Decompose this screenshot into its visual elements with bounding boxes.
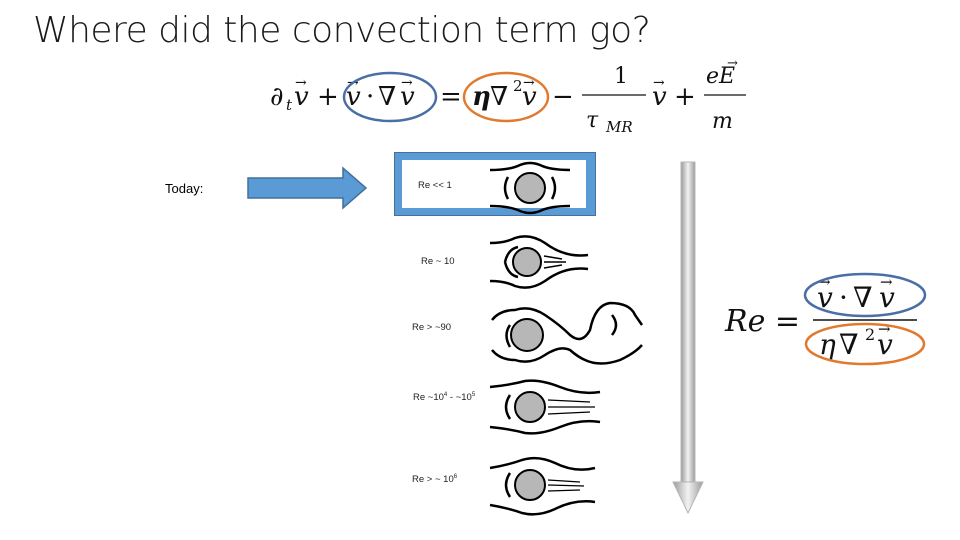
svg-text:∂: ∂ xyxy=(270,82,283,112)
svg-text:·: · xyxy=(839,281,848,314)
svg-text:t: t xyxy=(286,96,293,114)
diffusion-term-circle-ratio xyxy=(804,322,926,366)
svg-text:→: → xyxy=(295,75,307,91)
svg-text:η: η xyxy=(472,82,491,112)
svg-text:∇: ∇ xyxy=(490,82,508,112)
flow-diagram-vortex-street xyxy=(491,301,644,365)
svg-text:=: = xyxy=(440,82,462,112)
regime-label-4: Re ~104 - ~105 xyxy=(413,392,476,404)
flow-diagram-stokes xyxy=(489,161,571,215)
momentum-equation: ∂ t v → + v → · ∇ v → = η ∇ 2 v → − 1 τ … xyxy=(270,56,746,136)
svg-text:v: v xyxy=(294,82,309,112)
svg-text:→: → xyxy=(401,75,413,91)
svg-text:→: → xyxy=(653,75,665,91)
flow-diagram-turbulent-wake xyxy=(489,379,601,435)
regime-label-3: Re > ~90 xyxy=(412,322,452,333)
today-label: Today: xyxy=(165,181,204,196)
down-arrow-icon xyxy=(672,161,704,515)
svg-text:+: + xyxy=(317,82,339,112)
svg-text:v: v xyxy=(522,82,537,112)
svg-text:η: η xyxy=(819,328,836,361)
convection-term-circle-ratio xyxy=(803,272,927,318)
numerator-one: 1 xyxy=(614,64,628,89)
slide-title: Where did the convection term go? xyxy=(33,10,651,51)
regime-label-2: Re ~ 10 xyxy=(421,256,455,267)
svg-text:v: v xyxy=(877,328,893,361)
svg-text:·: · xyxy=(366,82,374,112)
tau-symbol: τ xyxy=(586,108,599,133)
svg-text:v: v xyxy=(346,82,361,112)
svg-text:2: 2 xyxy=(513,77,523,95)
right-arrow-icon xyxy=(247,166,368,210)
svg-text:m: m xyxy=(712,109,733,134)
svg-text:∇: ∇ xyxy=(853,281,873,314)
flow-diagram-turbulent-boundary xyxy=(489,456,596,516)
flow-diagram-vortices xyxy=(489,235,589,289)
svg-text:v: v xyxy=(879,281,895,314)
svg-text:+: + xyxy=(674,82,696,112)
svg-text:−: − xyxy=(552,82,574,112)
regime-label-1: Re << 1 xyxy=(418,180,452,191)
svg-text:2: 2 xyxy=(865,325,875,344)
regime-label-5: Re > ~ 106 xyxy=(412,474,458,486)
svg-text:v: v xyxy=(652,82,667,112)
svg-text:∇: ∇ xyxy=(378,82,396,112)
convection-term-circle xyxy=(342,71,438,123)
svg-text:v: v xyxy=(817,281,833,314)
svg-text:eE: eE xyxy=(706,64,735,89)
reynolds-equation: Re = v → · ∇ v → η ∇ 2 v → xyxy=(724,272,927,366)
flow-diagrams xyxy=(489,161,644,516)
reynolds-symbol: Re = xyxy=(724,304,800,339)
diffusion-term-circle xyxy=(462,71,550,123)
svg-text:∇: ∇ xyxy=(839,328,859,361)
svg-text:→: → xyxy=(727,56,738,71)
tau-subscript: MR xyxy=(605,118,633,136)
svg-text:→: → xyxy=(880,273,893,291)
svg-text:v: v xyxy=(400,82,415,112)
svg-text:→: → xyxy=(878,320,891,338)
